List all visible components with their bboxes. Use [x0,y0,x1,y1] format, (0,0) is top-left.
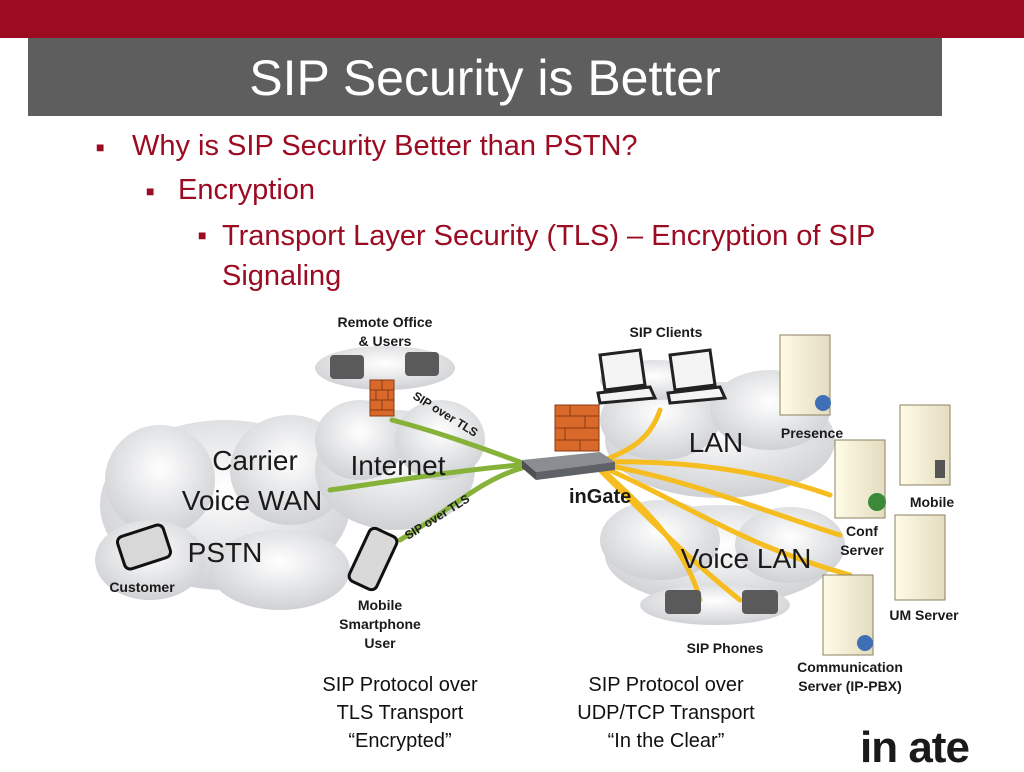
internet-label: Internet [351,450,446,481]
customer-label: Customer [109,579,175,595]
bullet-square-icon: ■ [96,139,105,155]
tls-caption-line-3: “Encrypted” [348,730,452,752]
tls-caption-line-2: TLS Transport [336,702,464,724]
clear-caption-line-1: SIP Protocol over [588,674,744,696]
conf-server-label-2: Server [840,542,884,558]
mobile-label: Mobile [910,494,955,510]
pstn-label: PSTN [188,537,263,568]
um-server-icon [894,514,946,601]
bullet-level-1: Why is SIP Security Better than PSTN? [132,130,638,162]
mobile-user-label-3: User [364,635,396,651]
bullet-level-2: Encryption [178,174,316,206]
presence-server-icon [779,334,831,416]
lan-firewall-icon [554,404,600,452]
conf-server-icon [834,439,886,519]
bullet-square-icon: ■ [146,183,155,199]
mobile-server-icon [899,404,951,486]
sip-clients-label: SIP Clients [630,324,703,340]
carrier-label-2: Voice WAN [182,485,323,516]
pstn-phone-icon [115,523,173,571]
clear-caption-line-3: “In the Clear” [607,730,725,752]
remote-office-phone-icon [330,352,439,379]
ingate-logo: in ate [860,723,970,772]
remote-firewall-icon [369,379,395,417]
internet-cloud [315,400,485,530]
clear-caption: SIP Protocol over UDP/TCP Transport “In … [536,671,796,755]
top-band [0,0,1024,38]
sip-phones-label: SIP Phones [687,640,764,656]
clear-caption-line-2: UDP/TCP Transport [577,702,755,724]
tls-caption: SIP Protocol over TLS Transport “Encrypt… [270,671,530,755]
presence-label: Presence [781,425,843,441]
communication-server-label: Communication [797,659,903,675]
title-bar: SIP Security is Better [28,38,942,116]
conf-server-label: Conf [846,523,878,539]
um-server-label: UM Server [889,607,959,623]
laptop-icon [596,348,728,405]
communication-server-icon [822,574,874,656]
tls-links [327,417,525,543]
smartphone-icon [347,526,399,592]
lan-label: LAN [689,427,743,458]
ingate-label: inGate [569,486,631,508]
sip-phone-icon [665,590,778,614]
bullet-level-3: Transport Layer Security (TLS) – Encrypt… [222,220,875,292]
bullet-square-icon: ■ [198,227,207,243]
remote-office-label: Remote Office [338,314,433,330]
carrier-label: Carrier [212,445,298,476]
tls-caption-line-1: SIP Protocol over [322,674,478,696]
voice-lan-label: Voice LAN [681,543,812,574]
ingate-appliance-icon [522,452,615,480]
clear-links [597,407,853,603]
mobile-user-label-2: Smartphone [339,616,421,632]
slide-title: SIP Security is Better [249,50,721,106]
mobile-user-label: Mobile [358,597,403,613]
communication-server-label-2: Server (IP-PBX) [798,678,901,694]
remote-office-label-2: & Users [359,333,412,349]
